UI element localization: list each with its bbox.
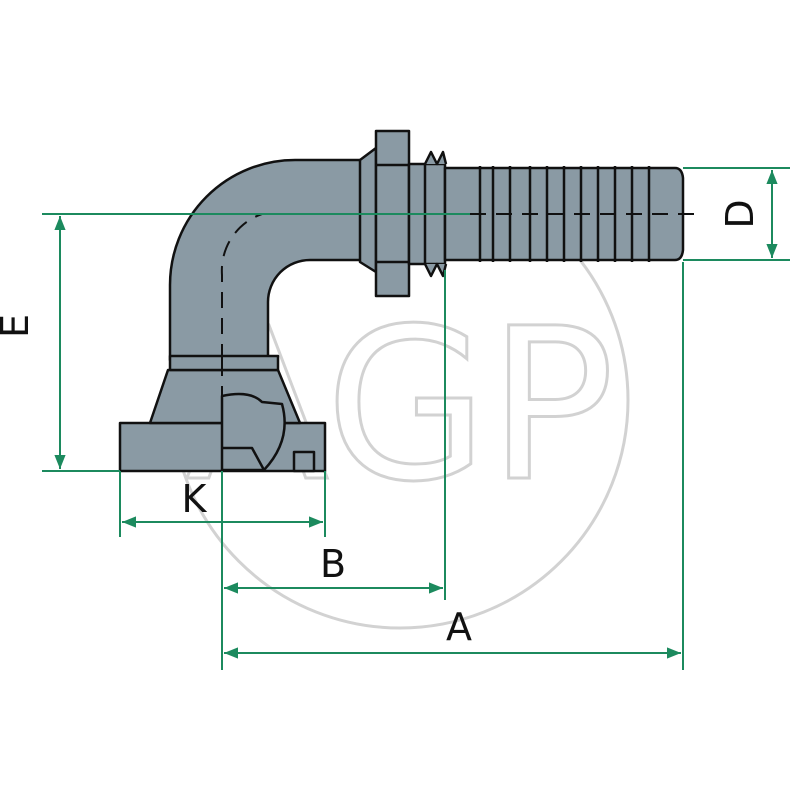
thread-teeth — [423, 150, 448, 166]
flange-slot — [292, 450, 316, 473]
center-lines — [220, 213, 695, 470]
elbow-ring — [168, 354, 280, 372]
dimension-labels: E K B A D — [0, 199, 762, 649]
label-a: A — [446, 605, 472, 649]
flange-step — [222, 446, 266, 471]
label-d: D — [718, 199, 762, 228]
flange-cutaway — [220, 392, 286, 472]
fitting — [118, 129, 685, 473]
elbow-pipe — [168, 158, 372, 362]
hex-nut-flare — [358, 146, 378, 274]
label-e: E — [0, 314, 37, 338]
label-b: B — [320, 542, 346, 586]
thread-teeth-bottom — [423, 262, 448, 278]
elbow-centerline — [220, 213, 263, 360]
dimensions — [42, 167, 790, 670]
label-k: K — [182, 477, 208, 521]
